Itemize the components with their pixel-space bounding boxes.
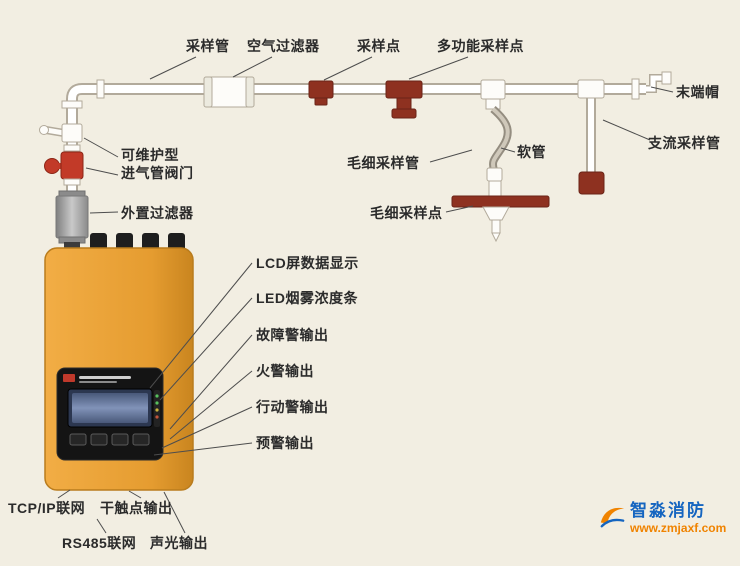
panel-button	[111, 433, 129, 446]
panel-button	[132, 433, 150, 446]
label-maintainable-valve: 可维护型 进气管阀门	[121, 147, 194, 181]
capillary-sampling-point	[451, 180, 550, 243]
label-tcpip-network: TCP/IP联网	[8, 500, 86, 516]
multi-function-sampling-point	[385, 80, 423, 119]
panel-button	[90, 433, 108, 446]
label-air-filter: 空气过滤器	[247, 38, 320, 54]
label-action-alarm-output: 行动警输出	[256, 399, 329, 415]
brand-watermark: 智淼消防 www.zmjaxf.com	[598, 501, 726, 536]
end-cap	[661, 71, 672, 85]
label-capillary-point: 毛细采样点	[370, 205, 443, 221]
sampling-point	[308, 80, 334, 106]
label-fire-alarm-output: 火警输出	[256, 363, 314, 379]
bleed-handle	[39, 125, 49, 135]
air-filter	[203, 76, 255, 108]
label-pre-alarm-output: 预警输出	[256, 435, 314, 451]
label-sampling-pipe: 采样管	[186, 38, 230, 54]
label-end-cap: 末端帽	[676, 84, 720, 100]
label-rs485-network: RS485联网	[62, 535, 137, 551]
label-dry-contact-output: 干触点输出	[100, 500, 173, 516]
elbow-flange-horizontal	[96, 79, 105, 99]
external-filter	[55, 195, 89, 239]
intake-valve	[60, 151, 84, 180]
detector-device	[44, 233, 194, 491]
panel-logo	[63, 374, 75, 382]
label-capillary-tube: 毛细采样管	[347, 155, 420, 171]
panel-button	[69, 433, 87, 446]
label-led-smoke-bar: LED烟雾浓度条	[256, 290, 358, 306]
sampling-pipe-network	[61, 71, 672, 254]
brand-name: 智淼消防	[630, 501, 706, 520]
branch-sampling-pipe	[577, 79, 605, 195]
label-sampling-point: 采样点	[357, 38, 401, 54]
label-fault-alarm-output: 故障警输出	[256, 327, 329, 343]
brand-site-url: www.zmjaxf.com	[630, 521, 727, 535]
intake-assembly	[39, 123, 89, 255]
label-multi-function-point: 多功能采样点	[437, 38, 524, 54]
brand-logo-icon	[600, 507, 625, 528]
label-external-filter: 外置过滤器	[121, 205, 194, 221]
flexible-tube-assembly	[480, 79, 512, 182]
leader-lines	[57, 56, 674, 534]
label-branch-sampling-pipe: 支流采样管	[648, 135, 721, 151]
label-lcd-display: LCD屏数据显示	[256, 255, 359, 271]
elbow-flange-vertical	[61, 100, 83, 109]
label-sound-light-output: 声光输出	[150, 535, 208, 551]
label-flexible-tube: 软管	[517, 144, 546, 160]
end-flange	[631, 78, 640, 100]
